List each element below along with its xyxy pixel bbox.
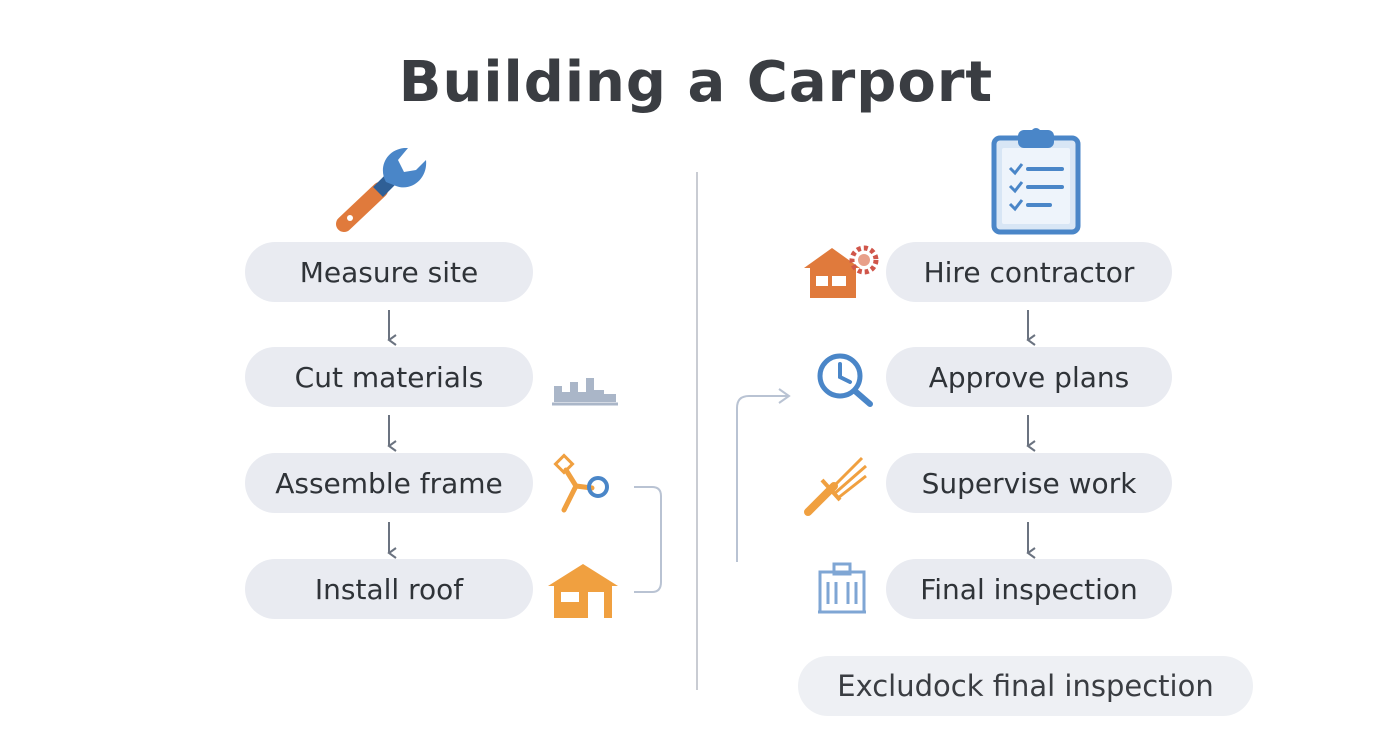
materials-stack-icon [552, 378, 618, 406]
wrench-icon [336, 148, 427, 232]
step-measure-site: Measure site [245, 242, 533, 302]
frame-joint-icon [553, 453, 609, 513]
page-title: Building a Carport [398, 50, 994, 115]
note-exclude-inspection: Excludock final inspection [798, 656, 1253, 716]
step-hire-contractor: Hire contractor [886, 242, 1172, 302]
approve-plans-connector [736, 395, 788, 562]
step-final-inspection: Final inspection [886, 559, 1172, 619]
step-assemble-frame: Assemble frame [245, 453, 533, 513]
tools-icon [804, 456, 867, 516]
step-cut-materials: Cut materials [245, 347, 533, 407]
approve-plans-arrowhead [778, 388, 791, 404]
building-icon [818, 562, 866, 614]
step-supervise-work: Supervise work [886, 453, 1172, 513]
step-approve-plans: Approve plans [886, 347, 1172, 407]
clipboard-checklist-icon [991, 128, 1081, 235]
frame-roof-bracket [634, 486, 662, 593]
house-roof-icon [548, 564, 618, 618]
clock-magnifier-icon [817, 353, 873, 407]
step-install-roof: Install roof [245, 559, 533, 619]
house-gear-icon [804, 245, 879, 298]
